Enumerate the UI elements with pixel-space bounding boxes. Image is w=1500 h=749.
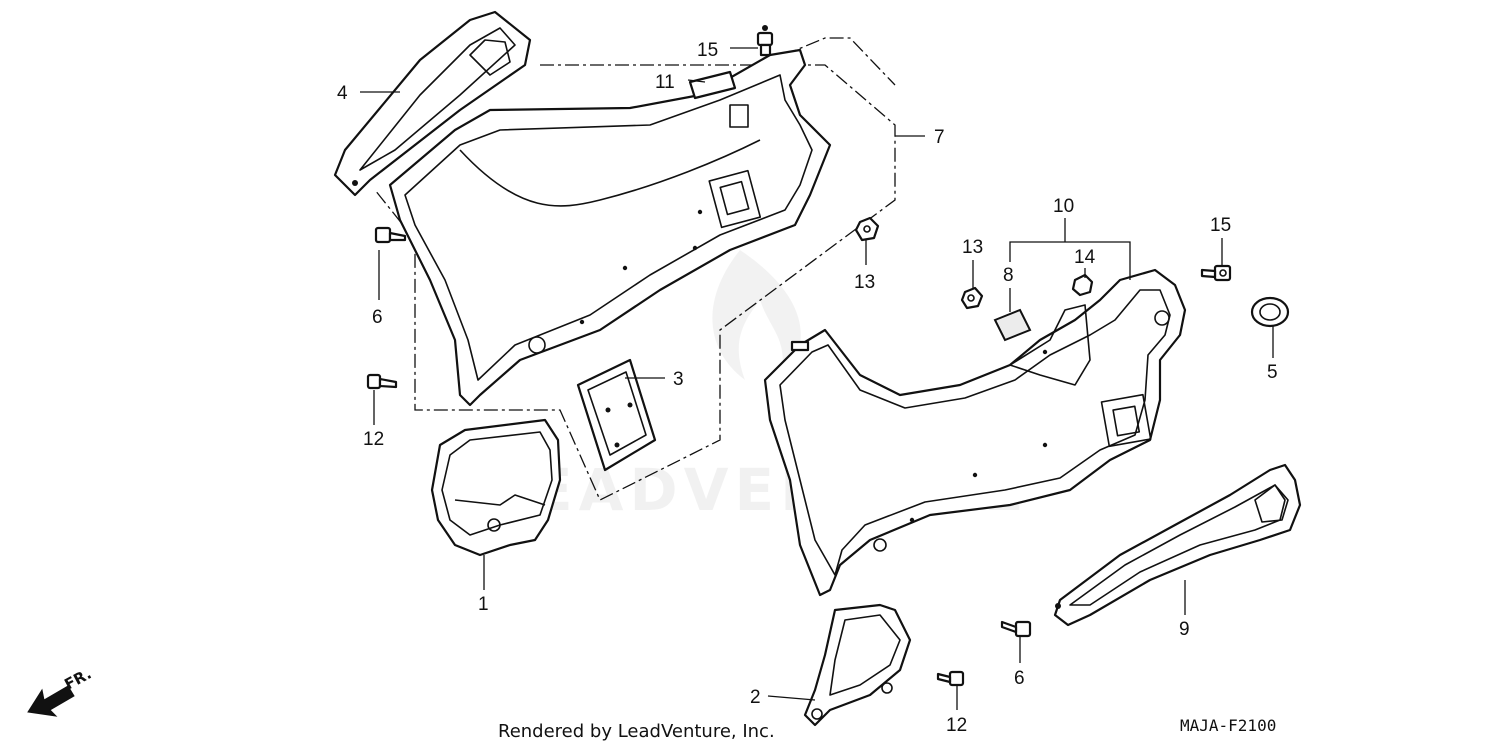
part-6-lower-screw xyxy=(1000,620,1032,638)
callout-13-upper: 13 xyxy=(854,272,875,293)
part-15-right-bolt xyxy=(1200,264,1232,282)
part-9-lower-garnish xyxy=(1053,463,1302,627)
callout-labels: 4 15 11 7 6 12 13 10 13 8 14 15 5 3 1 9 … xyxy=(337,40,1278,736)
callout-12-upper: 12 xyxy=(363,429,384,450)
callout-3: 3 xyxy=(673,369,684,390)
callout-13-lower: 13 xyxy=(962,237,983,258)
part-13-lower-nut xyxy=(960,286,984,310)
part-4-upper-garnish xyxy=(333,10,532,197)
callout-11: 11 xyxy=(655,72,675,93)
front-arrow-icon xyxy=(27,685,75,717)
part-15-upper-bolt xyxy=(756,25,774,57)
callout-4: 4 xyxy=(337,83,348,104)
part-6-upper-screw xyxy=(374,226,407,244)
part-13-upper-nut xyxy=(854,216,880,242)
leader-lines xyxy=(360,47,1274,710)
callout-1: 1 xyxy=(478,594,489,615)
callout-5: 5 xyxy=(1267,362,1278,383)
part-8-pad xyxy=(993,308,1032,342)
diagram-code: MAJA-F2100 xyxy=(1180,716,1276,735)
part-14-clip xyxy=(1071,273,1094,297)
part-5-grommet xyxy=(1250,296,1290,328)
callout-10: 10 xyxy=(1053,196,1074,217)
part-3-cover-plate xyxy=(576,358,657,472)
part-2-lower-cover xyxy=(803,603,912,727)
callout-6-lower: 6 xyxy=(1014,668,1025,689)
callout-7: 7 xyxy=(934,127,945,148)
callout-14: 14 xyxy=(1074,247,1096,268)
callout-2: 2 xyxy=(750,687,761,708)
part-12-upper-screw xyxy=(366,373,398,390)
callout-6-upper: 6 xyxy=(372,307,383,328)
render-credit: Rendered by LeadVenture, Inc. xyxy=(498,721,775,742)
callout-12-lower: 12 xyxy=(946,715,967,736)
lower-right-inner-panel xyxy=(763,268,1187,597)
part-7-upper-inner-panel xyxy=(388,48,832,407)
callout-15-right: 15 xyxy=(1210,215,1231,236)
front-direction-indicator: FR. xyxy=(27,665,94,717)
part-1-lower-left-cover xyxy=(430,418,562,557)
part-11-label xyxy=(688,70,737,100)
callout-9: 9 xyxy=(1179,619,1190,640)
part-12-lower-screw xyxy=(936,670,965,687)
callout-15-upper: 15 xyxy=(697,40,718,61)
callout-8: 8 xyxy=(1003,265,1014,286)
